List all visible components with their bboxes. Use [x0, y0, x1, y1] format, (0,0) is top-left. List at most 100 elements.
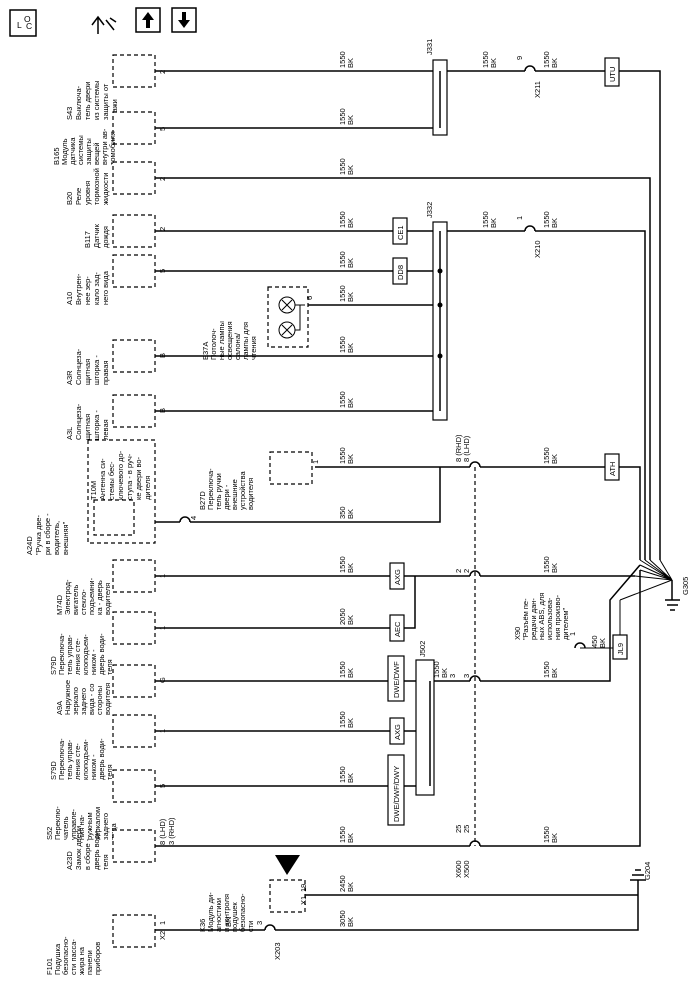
component-e37a: 6 E37AПотолоч-ные лампыосвещениясалона/л…: [201, 286, 314, 360]
svg-text:BK: BK: [346, 454, 355, 464]
tools-icon[interactable]: [91, 15, 117, 34]
warning-icon: [275, 855, 300, 875]
svg-text:BK: BK: [550, 668, 559, 678]
svg-text:2050: 2050: [338, 608, 347, 625]
svg-text:1550: 1550: [338, 447, 347, 464]
svg-text:1550: 1550: [338, 251, 347, 268]
svg-text:X2: X2: [158, 931, 167, 940]
svg-text:BK: BK: [346, 615, 355, 625]
svg-text:BK: BK: [550, 58, 559, 68]
svg-text:BK: BK: [440, 668, 449, 678]
svg-text:2: 2: [462, 569, 471, 573]
svg-text:1550: 1550: [542, 826, 551, 843]
svg-text:X211: X211: [533, 81, 542, 98]
connector-labels: 9 X211 1 X210 8 (RHD) 8 (LHD) 2 2 3 3 25…: [255, 56, 542, 960]
wire-labels: 1550 BK 1550 BK 1550 BK 1550 BK 1550 BK …: [224, 51, 607, 927]
svg-text:A9AНаружноезеркалозаднеговида: A9AНаружноезеркалозаднеговида - состорон…: [55, 680, 112, 715]
svg-text:BK: BK: [346, 718, 355, 728]
svg-text:1550: 1550: [338, 826, 347, 843]
svg-text:450: 450: [590, 635, 599, 648]
svg-text:BK: BK: [550, 563, 559, 573]
svg-text:1550: 1550: [481, 211, 490, 228]
component-s43: [112, 54, 156, 88]
svg-text:3: 3: [255, 921, 264, 925]
svg-text:1550: 1550: [542, 51, 551, 68]
svg-text:J502: J502: [418, 641, 427, 657]
svg-text:3: 3: [448, 674, 457, 678]
svg-text:DD8: DD8: [396, 265, 405, 280]
svg-text:B117Датчикдождя: B117Датчикдождя: [83, 223, 110, 248]
svg-text:1550: 1550: [338, 661, 347, 678]
svg-text:BK: BK: [489, 218, 498, 228]
svg-text:T10MАнтенна си-стемы бес-ключе: T10MАнтенна си-стемы бес-ключевого до-ст…: [89, 450, 152, 500]
splice-tags: UTU CE1 DD8 ATH AXG AEC DWE/DWF AXG DWE/…: [387, 57, 628, 826]
svg-text:1550: 1550: [432, 661, 441, 678]
svg-text:L: L: [17, 20, 22, 30]
arrow-down-icon[interactable]: [171, 7, 197, 33]
splice-j331: J331: [425, 39, 448, 136]
svg-text:X500: X500: [462, 860, 471, 878]
svg-text:9: 9: [515, 56, 524, 60]
ground-g305: G305: [665, 577, 690, 611]
svg-text:19: 19: [299, 884, 308, 892]
svg-text:J332: J332: [425, 202, 434, 218]
svg-text:G: G: [158, 677, 167, 683]
svg-text:X203: X203: [273, 942, 282, 960]
svg-text:O: O: [24, 14, 31, 24]
svg-text:BN: BN: [224, 917, 233, 927]
svg-text:BK: BK: [489, 58, 498, 68]
svg-text:25: 25: [462, 825, 471, 833]
svg-text:J331: J331: [425, 39, 434, 55]
component-k36: X1 19 K36Модуль ди-агностикии контроляпо…: [198, 855, 308, 932]
svg-text:BK: BK: [346, 115, 355, 125]
component-s52: [112, 769, 156, 803]
svg-text:BK: BK: [346, 165, 355, 175]
svg-text:A3RСолнцеза-щитнаяшторка -прав: A3RСолнцеза-щитнаяшторка -правая: [65, 348, 110, 385]
pin-label: 2: [158, 70, 167, 74]
svg-text:A23DЗамок дверив сборе -дверь: A23DЗамок дверив сборе -дверь води-теля: [65, 826, 110, 870]
svg-text:350: 350: [338, 506, 347, 519]
svg-text:1550: 1550: [338, 391, 347, 408]
svg-text:BK: BK: [346, 509, 355, 519]
connector-marks: [179, 65, 536, 931]
svg-text:X210: X210: [533, 240, 542, 258]
component-a10: [112, 254, 156, 288]
svg-text:2450: 2450: [338, 875, 347, 892]
svg-text:1550: 1550: [338, 556, 347, 573]
svg-text:E37AПотолоч-ные лампыосвещения: E37AПотолоч-ные лампыосвещениясалона/лам…: [201, 321, 258, 360]
svg-text:1550: 1550: [542, 661, 551, 678]
svg-text:1550: 1550: [338, 51, 347, 68]
svg-text:BK: BK: [346, 668, 355, 678]
arrow-up-icon[interactable]: [135, 7, 161, 33]
svg-text:4: 4: [189, 516, 198, 520]
svg-text:1550: 1550: [481, 51, 490, 68]
svg-text:1: 1: [515, 216, 524, 220]
svg-text:ATH: ATH: [608, 462, 617, 476]
svg-text:BK: BK: [346, 773, 355, 783]
svg-text:AXG: AXG: [393, 724, 402, 740]
svg-text:CE1: CE1: [396, 225, 405, 240]
svg-text:1550: 1550: [338, 285, 347, 302]
svg-text:B20Релеуровнятормознойжидкости: B20Релеуровнятормознойжидкости: [65, 168, 110, 205]
svg-text:2: 2: [158, 227, 167, 231]
svg-text:3: 3: [462, 674, 471, 678]
svg-text:1550: 1550: [542, 211, 551, 228]
component-a3l: [112, 394, 156, 428]
svg-text:AXG: AXG: [393, 569, 402, 585]
svg-text:1550: 1550: [542, 556, 551, 573]
svg-text:8 (LHD): 8 (LHD): [158, 818, 167, 845]
svg-text:A24D"Ручка две-ри в сборе -вод: A24D"Ручка две-ри в сборе -водитель,внеш…: [25, 513, 70, 555]
svg-text:M74DЭлектрод-вигательстекло-по: M74DЭлектрод-вигательстекло-подъемни-ка …: [55, 577, 112, 615]
svg-text:3050: 3050: [338, 910, 347, 927]
svg-text:25: 25: [454, 825, 463, 833]
locate-icon[interactable]: L O C: [9, 9, 37, 37]
svg-text:BK: BK: [550, 218, 559, 228]
svg-text:1550: 1550: [338, 158, 347, 175]
svg-text:C: C: [26, 21, 32, 31]
svg-text:BK: BK: [346, 833, 355, 843]
component-b117: [112, 214, 156, 248]
svg-text:1: 1: [158, 921, 167, 925]
svg-text:1550: 1550: [338, 108, 347, 125]
svg-text:8 (LHD): 8 (LHD): [462, 435, 471, 462]
svg-text:X600: X600: [454, 860, 463, 878]
